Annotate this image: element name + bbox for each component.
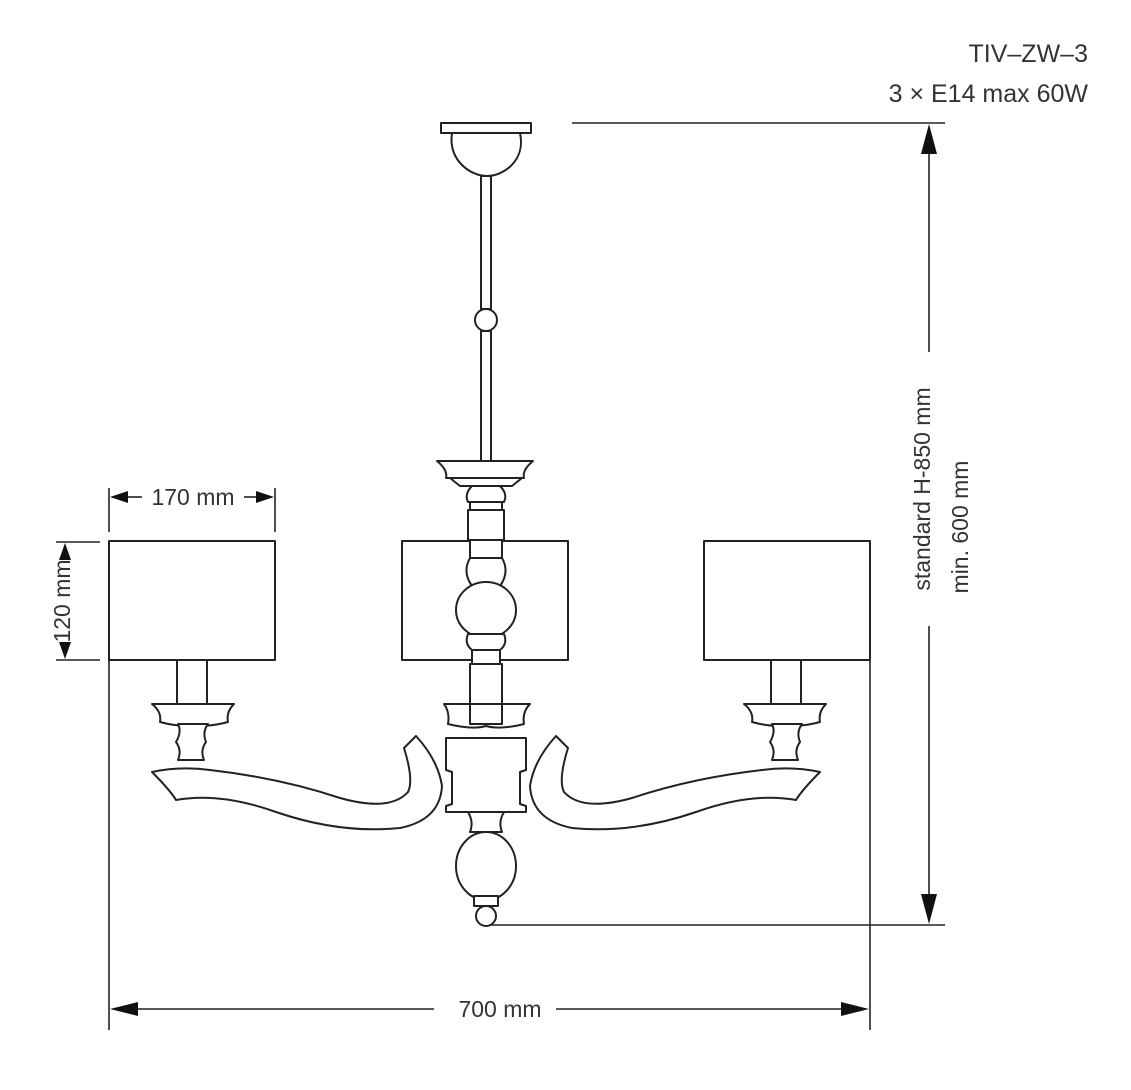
total-width-label: 700 mm [458,996,541,1022]
bulb-spec: 3 × E14 max 60W [889,80,1089,108]
ceiling-canopy [440,122,532,177]
central-column [436,460,534,541]
shade-height-label: 120 mm [49,559,75,642]
shade-height-dimension: 120 mm [49,541,100,661]
shade-width-label: 170 mm [151,484,234,510]
total-height-dimension: standard H-850 mm min. 600 mm [490,122,973,926]
left-lampshade [108,540,276,661]
center-candle-holder [443,703,531,729]
right-lampshade [703,540,871,661]
left-arm [151,735,443,831]
left-candle-holder [151,659,235,761]
model-title: TIV–ZW–3 [969,40,1088,68]
suspension-rod [474,175,498,462]
height-standard-label: standard H-850 mm [909,387,935,590]
total-width-dimension: 700 mm [108,660,871,1030]
height-min-label: min. 600 mm [947,461,973,594]
shade-width-dimension: 170 mm [108,484,276,532]
central-hub [445,737,527,927]
right-arm [529,735,821,831]
right-candle-holder [743,659,827,761]
